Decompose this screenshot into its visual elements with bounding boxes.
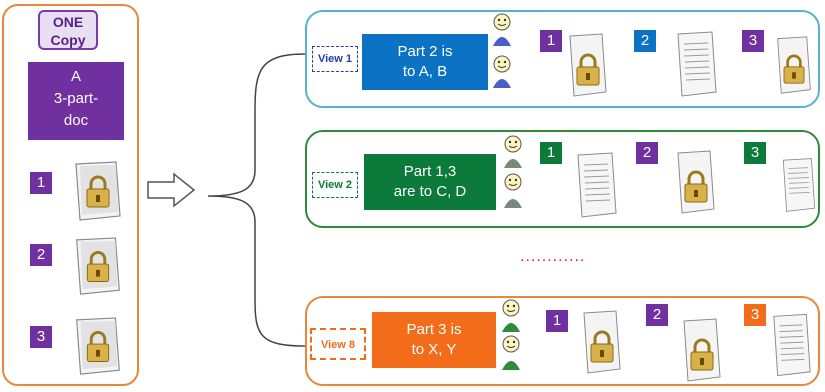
view-8-part-3-number: 3 (744, 304, 766, 326)
locked-document-icon (72, 160, 124, 227)
text-document-icon (770, 308, 814, 387)
locked-document-icon (72, 236, 124, 301)
view-2-label: Part 1,3 are to C, D (364, 154, 496, 210)
part-number-1: 1 (30, 172, 52, 194)
locked-document-icon (774, 32, 814, 103)
text-document-icon (780, 150, 818, 225)
text-document-icon (574, 150, 620, 225)
view-8-panel (305, 296, 820, 386)
view-2-part-1-number: 1 (540, 142, 562, 164)
view-8-tag: View 8 (310, 328, 366, 360)
view-1-tag: View 1 (312, 46, 358, 72)
view-1-part-2-number: 2 (634, 30, 656, 52)
locked-document-icon (580, 306, 624, 383)
three-part-doc-box: A 3-part- doc (28, 62, 124, 140)
more-views-ellipsis: ............ (520, 248, 586, 265)
user-pair-icon (493, 13, 511, 88)
right-arrow-icon (147, 172, 196, 208)
text-document-icon (674, 30, 720, 103)
curly-brace (207, 53, 306, 347)
view-1-label: Part 2 is to A, B (362, 34, 488, 90)
view-2-part-3-number: 3 (744, 142, 766, 164)
view-2-tag: View 2 (312, 172, 358, 198)
view-1-panel (305, 10, 820, 108)
part-number-3: 3 (30, 326, 52, 348)
locked-document-icon (72, 316, 124, 381)
user-pair-icon (504, 135, 522, 208)
locked-document-icon (680, 316, 724, 389)
view-1-part-3-number: 3 (742, 30, 764, 52)
source-document-panel (2, 4, 139, 386)
view-8-part-1-number: 1 (546, 310, 568, 332)
part-number-2: 2 (30, 244, 52, 266)
user-pair-icon (502, 299, 520, 370)
locked-document-icon (674, 148, 718, 221)
view-2-panel (305, 130, 820, 228)
view-8-part-2-number: 2 (646, 304, 668, 326)
locked-document-icon (566, 32, 610, 103)
one-copy-badge: ONE Copy (38, 10, 98, 50)
view-2-part-2-number: 2 (636, 142, 658, 164)
view-8-label: Part 3 is to X, Y (372, 312, 496, 368)
view-1-part-1-number: 1 (540, 30, 562, 52)
